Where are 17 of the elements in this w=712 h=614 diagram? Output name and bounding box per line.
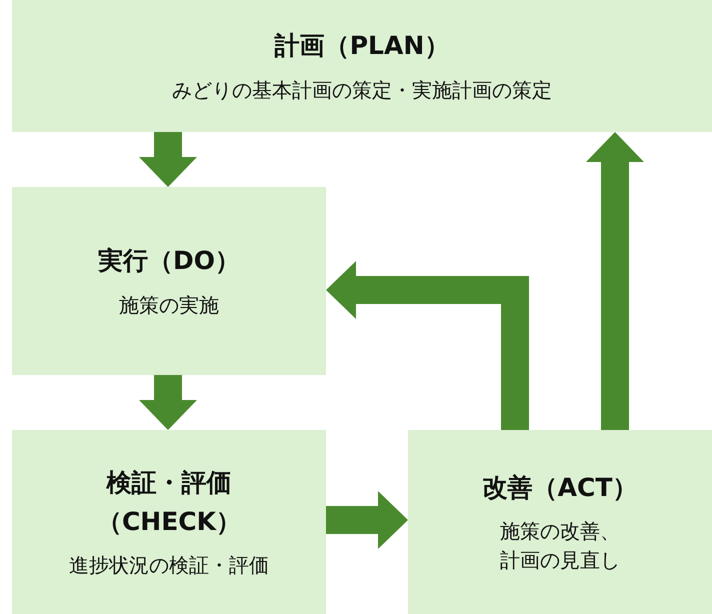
body-text: 施策の改善、計画の見直し — [499, 518, 621, 574]
body-text: みどりの基本計画の策定・実施計画の策定 — [172, 76, 552, 104]
arrow — [139, 375, 197, 430]
arrow — [326, 491, 408, 549]
heading-text: 改善（ACT） — [482, 472, 638, 504]
arrow — [139, 132, 197, 187]
process-box — [12, 0, 712, 132]
body-text: 施策の実施 — [119, 292, 219, 319]
arrow — [586, 132, 644, 430]
process-box — [12, 187, 326, 375]
process-box — [12, 430, 326, 614]
heading-text: 実行（DO） — [98, 245, 240, 278]
heading-text: 計画（PLAN） — [274, 30, 450, 62]
body-text: 進捗状況の検証・評価 — [69, 552, 269, 580]
heading-text: 検証・評価（CHECK） — [96, 466, 242, 538]
arrow — [326, 261, 529, 430]
process-box — [408, 430, 712, 614]
